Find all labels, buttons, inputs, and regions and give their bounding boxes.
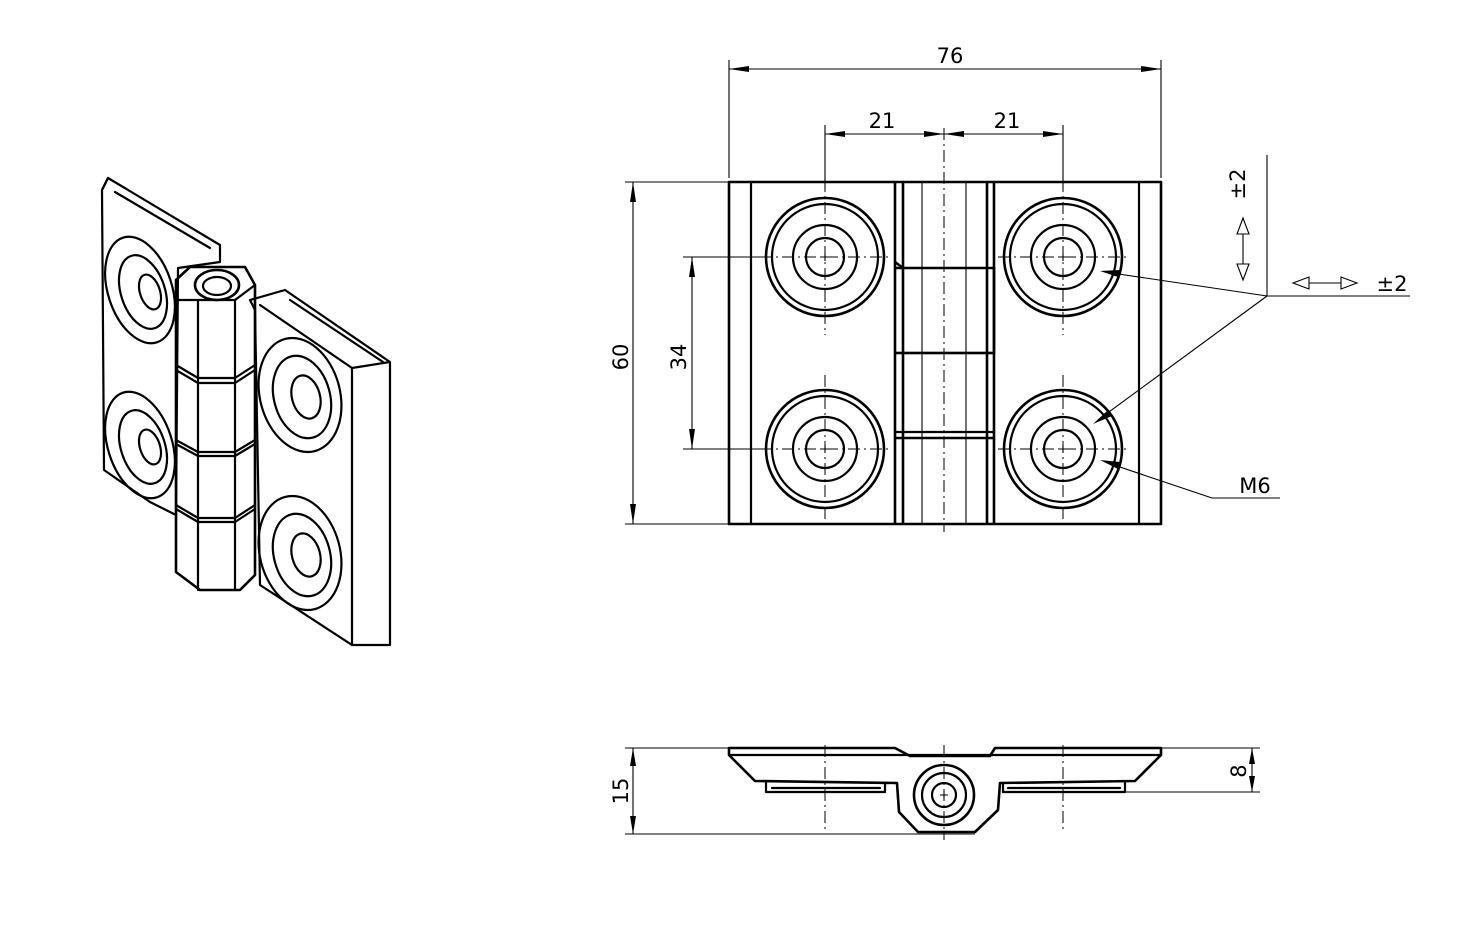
dim-overall-width-label: 76: [937, 44, 964, 68]
dim-overall-height-label: 60: [609, 344, 633, 371]
dimension-overall-height: 60: [609, 181, 729, 525]
front-view: [727, 128, 1163, 532]
dim-plate-thickness-label: 8: [1227, 764, 1251, 777]
dimension-thickness: 15: [609, 747, 975, 835]
dimension-hole-offset-right: 21: [944, 109, 1064, 190]
dimension-overall-width: 76: [728, 44, 1162, 178]
dimension-plate-thickness: 8: [1125, 747, 1260, 793]
dim-hole-offset-right-label: 21: [994, 109, 1021, 133]
isometric-view: [100, 176, 392, 647]
tolerance-callout: ±2 ±2: [1093, 155, 1410, 424]
dim-hole-spacing-label: 34: [667, 344, 691, 371]
dim-thickness-label: 15: [609, 778, 633, 805]
thread-callout-label: M6: [1239, 474, 1270, 498]
dim-hole-offset-left-label: 21: [869, 109, 896, 133]
dimension-hole-spacing: 34: [667, 256, 765, 450]
thread-callout: M6: [1100, 460, 1280, 499]
tolerance-horizontal-label: ±2: [1377, 272, 1408, 296]
side-view: [727, 745, 1163, 840]
tolerance-vertical-label: ±2: [1226, 169, 1250, 200]
dimension-hole-offset-left: 21: [824, 109, 944, 190]
